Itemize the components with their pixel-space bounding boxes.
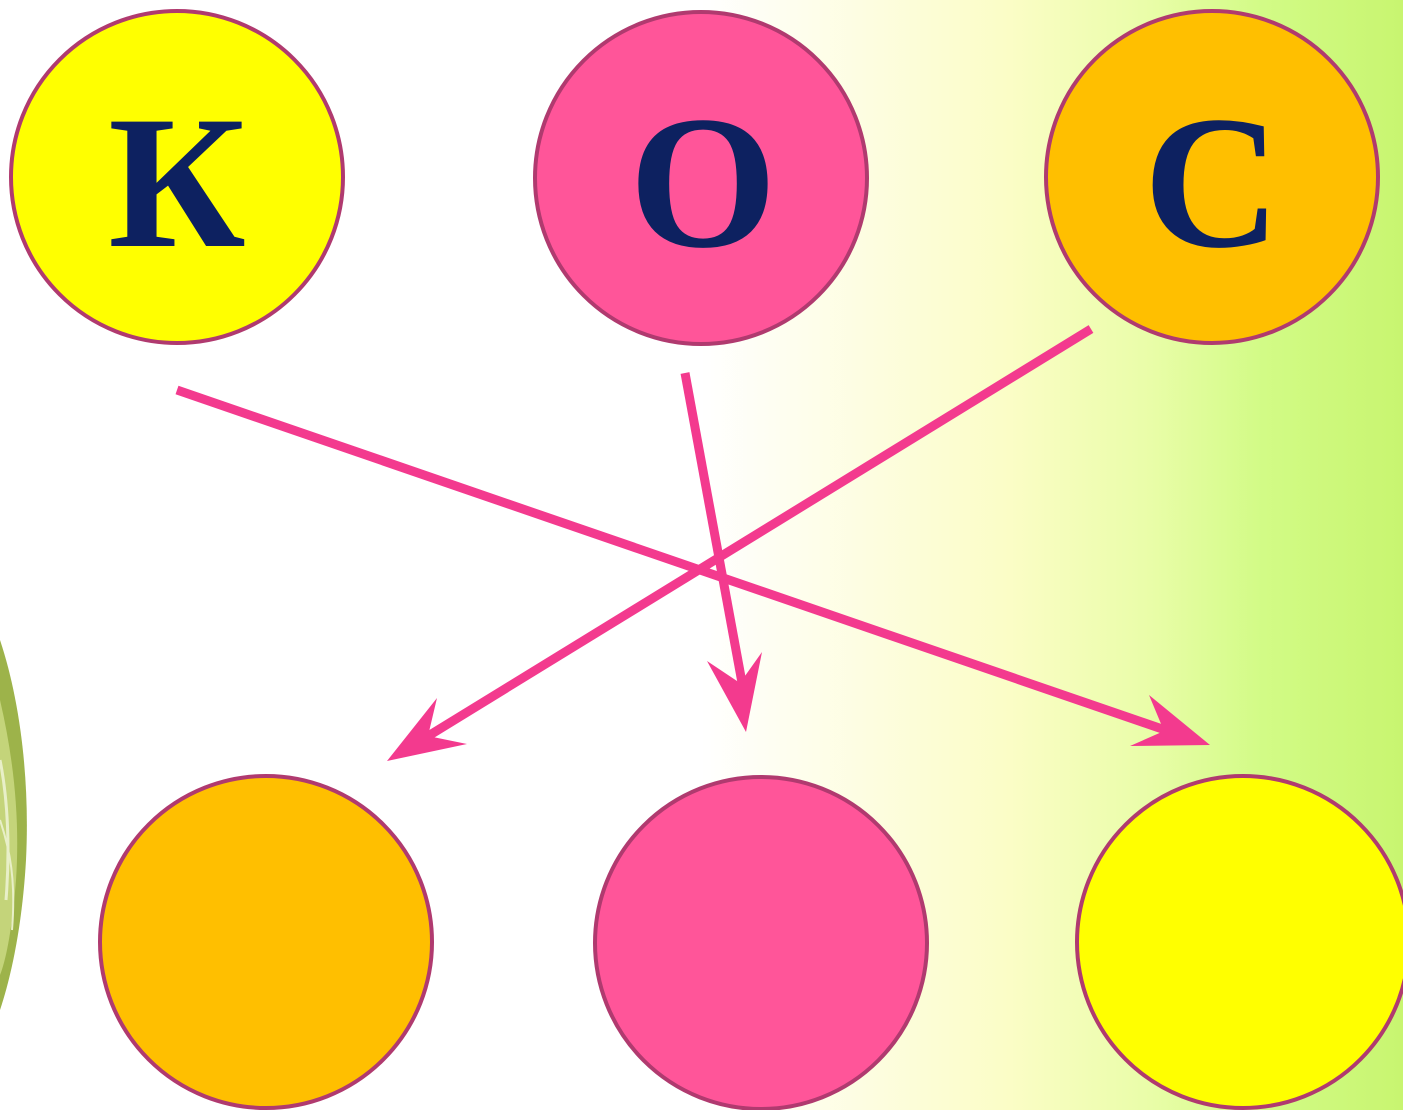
top-circle-k-shape: [9, 9, 345, 345]
arrow-o-to-pink: [680, 372, 762, 732]
bottom-circle-orange[interactable]: [98, 774, 434, 1110]
bottom-circle-pink[interactable]: [593, 775, 929, 1110]
top-circle-s-shape: [1044, 9, 1380, 345]
arrow-k-to-yellow: [175, 385, 1210, 746]
arrow-s-to-orange: [387, 325, 1094, 761]
letter-o: О: [629, 78, 777, 288]
top-circle-s: С: [1044, 9, 1380, 345]
top-circle-k: К: [9, 9, 345, 345]
letter-k: К: [108, 78, 246, 288]
leaf-decoration: [0, 640, 27, 1010]
bottom-circle-yellow[interactable]: [1075, 774, 1403, 1110]
letter-s: С: [1143, 78, 1280, 288]
top-circle-o-shape: [533, 10, 869, 346]
top-circle-o: О: [533, 10, 869, 346]
